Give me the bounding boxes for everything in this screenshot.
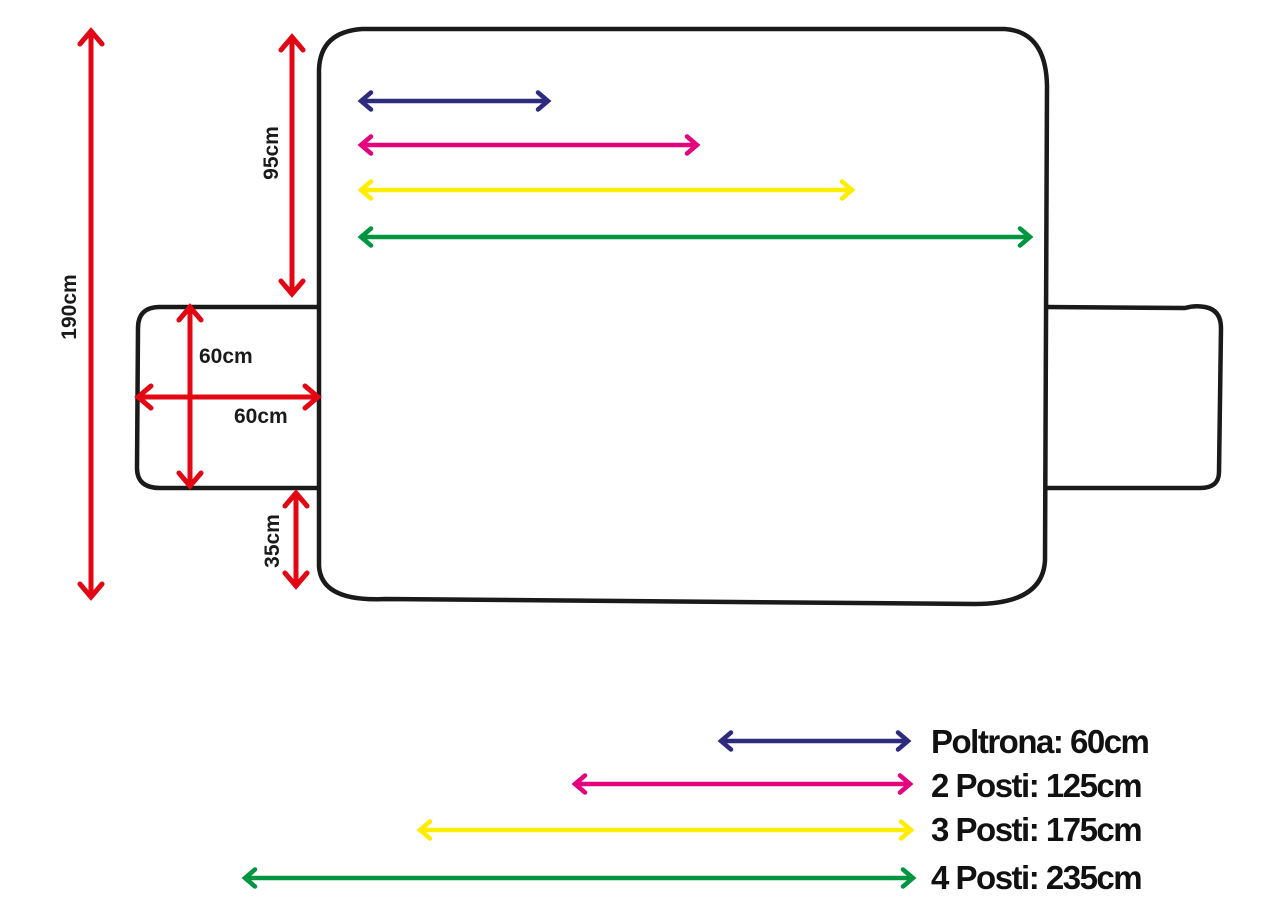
main-cover-body	[316, 26, 1050, 607]
right-armrest-flap	[1044, 303, 1224, 491]
label-armrest-height: 60cm	[199, 345, 253, 368]
inner-arrow-2-posti	[357, 134, 701, 156]
arrow-armrest-width	[134, 383, 322, 411]
label-armrest-width: 60cm	[234, 405, 288, 428]
legend-item-poltrona: Poltrona: 60cm	[717, 723, 1150, 760]
sofa-cover-outline	[134, 26, 1224, 607]
legend-arrow-4-posti	[241, 867, 917, 889]
inner-arrow-4-posti	[357, 226, 1034, 248]
legend-label-poltrona: Poltrona: 60cm	[931, 723, 1149, 760]
inner-arrow-3-posti	[357, 179, 856, 201]
dimension-arrows	[77, 27, 322, 601]
legend-item-2-posti: 2 Posti: 125cm	[571, 767, 1143, 804]
legend-label-4-posti: 4 Posti: 235cm	[931, 859, 1141, 896]
arrow-back-height	[278, 33, 306, 298]
arrow-bottom-gap	[282, 489, 310, 590]
arrow-total-height	[77, 27, 105, 601]
legend-arrow-3-posti	[416, 819, 915, 841]
legend-arrow-2-posti	[571, 773, 914, 795]
label-total-height: 190cm	[58, 274, 81, 339]
size-legend: Poltrona: 60cm 2 Posti: 125cm 3 Posti: 1…	[241, 723, 1150, 896]
inner-arrow-poltrona	[357, 90, 552, 112]
legend-label-3-posti: 3 Posti: 175cm	[931, 811, 1141, 848]
legend-item-4-posti: 4 Posti: 235cm	[241, 859, 1143, 896]
legend-arrow-poltrona	[717, 730, 912, 752]
legend-label-2-posti: 2 Posti: 125cm	[931, 767, 1141, 804]
inner-width-arrows	[357, 90, 1034, 248]
legend-item-3-posti: 3 Posti: 175cm	[416, 811, 1143, 848]
label-back-height: 95cm	[260, 126, 283, 180]
label-bottom-gap: 35cm	[261, 514, 284, 568]
